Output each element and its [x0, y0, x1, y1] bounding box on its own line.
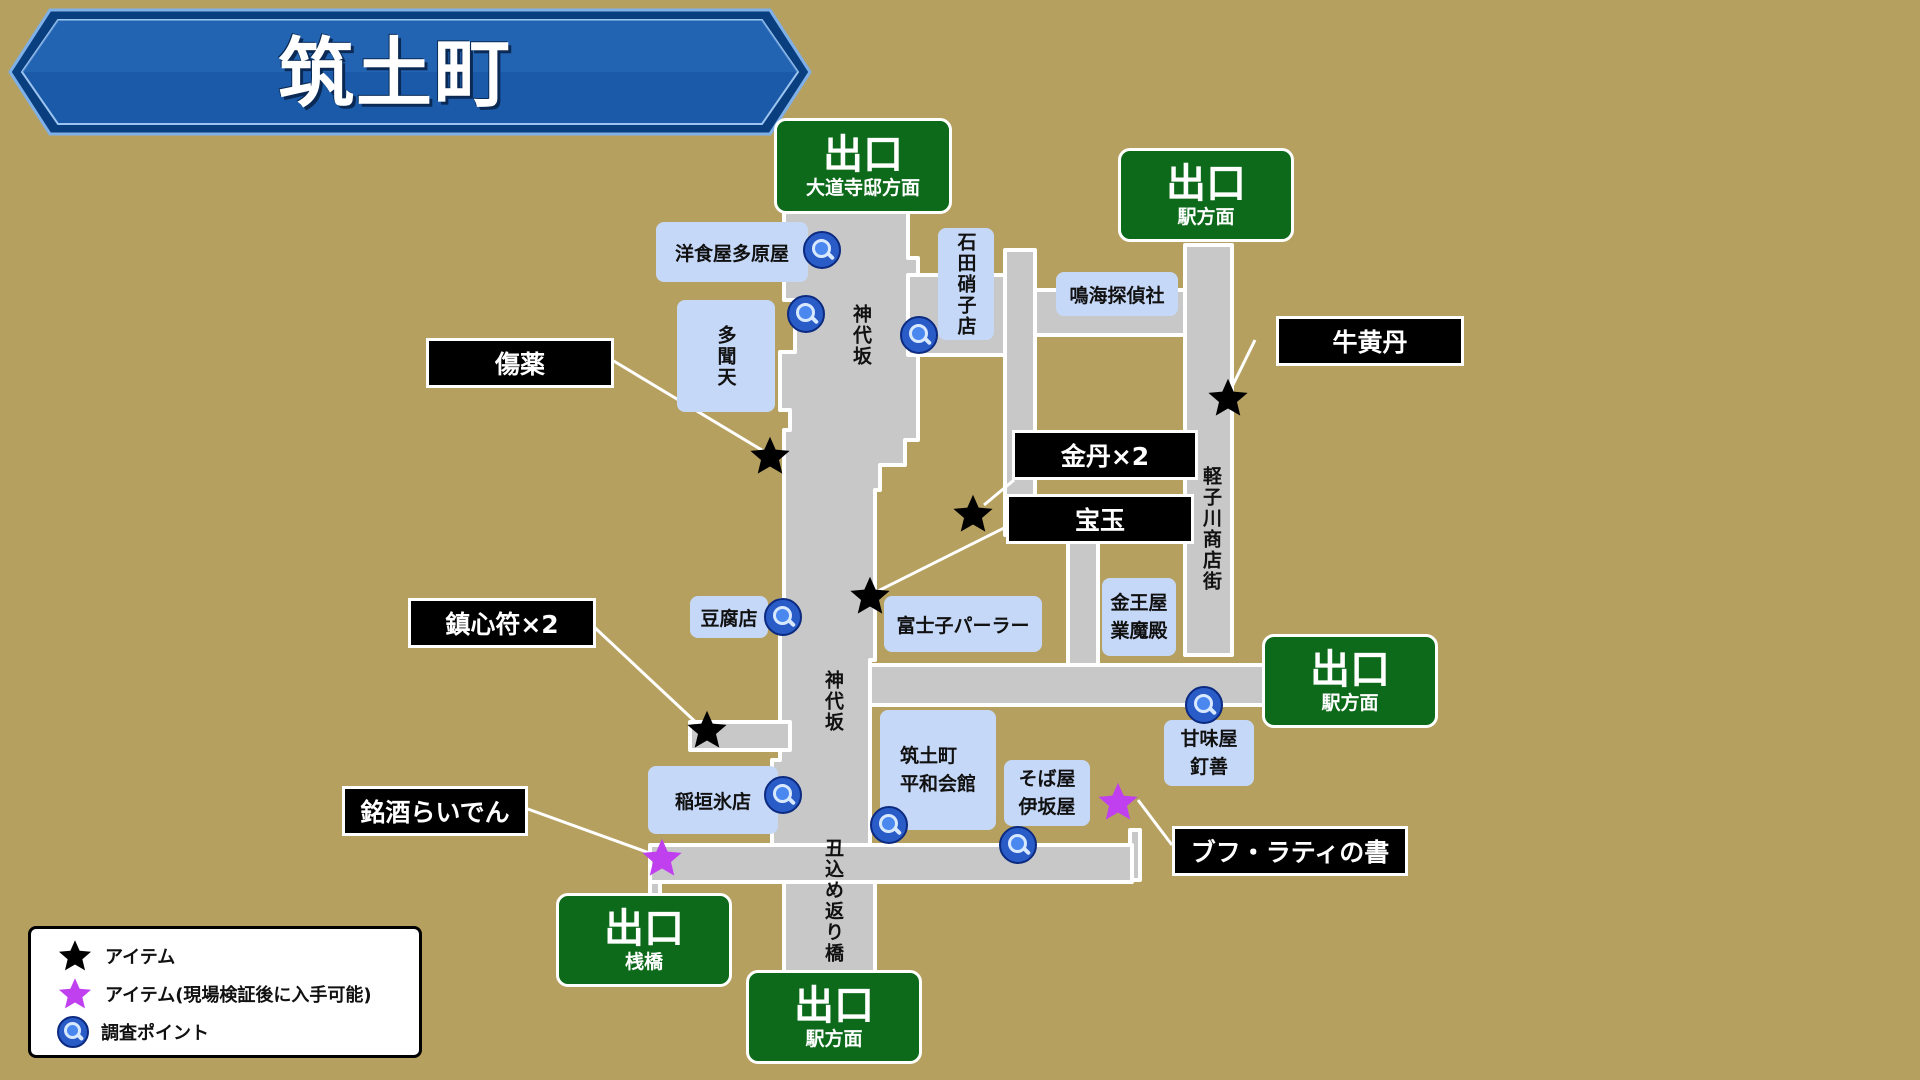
building-narumi: 鳴海探偵社: [1056, 272, 1178, 316]
legend-row-item: アイテム: [57, 939, 175, 973]
exit-label: 出口: [1310, 647, 1390, 693]
exit-station-east[interactable]: 出口 駅方面: [1262, 634, 1438, 728]
purple-star-icon[interactable]: [1096, 780, 1140, 824]
purple-star-icon[interactable]: [640, 836, 684, 880]
exit-destination: 駅方面: [1177, 206, 1235, 228]
building-tamonten: 多聞天: [677, 300, 775, 412]
item-label-kintan: 金丹×2: [1012, 430, 1198, 480]
legend-row-investigate: 調査ポイント: [57, 1015, 209, 1049]
magnifier-icon[interactable]: [787, 295, 825, 333]
exit-daidouji[interactable]: 出口 大道寺邸方面: [774, 118, 952, 214]
exit-station-south[interactable]: 出口 駅方面: [746, 970, 922, 1064]
exit-sanbashi[interactable]: 出口 桟橋: [556, 893, 732, 987]
magnifier-icon[interactable]: [870, 806, 908, 844]
magnifier-icon: [57, 1016, 89, 1048]
black-star-icon[interactable]: [951, 492, 995, 536]
exit-label: 出口: [1166, 161, 1246, 207]
magnifier-icon[interactable]: [764, 776, 802, 814]
exit-label: 出口: [604, 906, 684, 952]
exit-station-north[interactable]: 出口 駅方面: [1118, 148, 1294, 242]
street-label-kamishiro-north: 神代坂: [850, 304, 872, 367]
building-label: 多聞天: [714, 324, 737, 388]
street-label-ushigome: 丑込め返り橋: [822, 838, 844, 964]
black-star-icon: [58, 940, 92, 971]
exit-destination: 駅方面: [1321, 692, 1379, 714]
exit-destination: 駅方面: [805, 1028, 863, 1050]
legend-text: アイテム(現場検証後に入手可能): [105, 985, 372, 1006]
black-star-icon[interactable]: [748, 434, 792, 478]
road-south-main: [648, 843, 1134, 884]
street-label-karuko: 軽子川商店街: [1200, 466, 1222, 592]
road-inner-mid: [1066, 533, 1100, 672]
title-banner: [8, 8, 812, 136]
purple-star-icon: [58, 978, 92, 1009]
legend-row-item-special: アイテム(現場検証後に入手可能): [57, 977, 372, 1011]
building-toufuten: 豆腐店: [690, 596, 768, 638]
item-label-meishu: 銘酒らいでん: [342, 786, 528, 836]
exit-label: 出口: [823, 132, 903, 178]
exit-label: 出口: [794, 983, 874, 1029]
magnifier-icon[interactable]: [999, 826, 1037, 864]
exit-destination: 大道寺邸方面: [805, 177, 920, 199]
map-legend: アイテム アイテム(現場検証後に入手可能) 調査ポイント: [28, 926, 422, 1058]
exit-destination: 桟橋: [624, 951, 663, 973]
building-label: 石田硝子店: [954, 231, 977, 337]
building-sobaya: そば屋 伊坂屋: [1004, 760, 1090, 826]
black-star-icon[interactable]: [1206, 376, 1250, 420]
building-kinouya: 金王屋 業魔殿: [1102, 578, 1176, 656]
legend-text: アイテム: [105, 947, 176, 968]
magnifier-icon[interactable]: [900, 316, 938, 354]
building-ishida: 石田硝子店: [938, 228, 994, 340]
building-fujiko: 富士子パーラー: [884, 596, 1042, 652]
street-label-kamishiro-south: 神代坂: [822, 670, 844, 733]
item-label-hougyoku: 宝玉: [1006, 494, 1194, 544]
building-youshokuya: 洋食屋多原屋: [656, 222, 808, 282]
black-star-icon[interactable]: [848, 574, 892, 618]
item-label-goouen: 牛黄丹: [1276, 316, 1464, 366]
item-label-chinshinfu: 鎮心符×2: [408, 598, 596, 648]
building-amamiya: 甘味屋 釘善: [1164, 720, 1254, 786]
page-title: 筑土町: [278, 29, 512, 118]
magnifier-icon[interactable]: [764, 598, 802, 636]
legend-text: 調査ポイント: [101, 1023, 209, 1044]
magnifier-icon[interactable]: [803, 231, 841, 269]
item-label-kizugusuri: 傷薬: [426, 338, 614, 388]
magnifier-icon[interactable]: [1185, 686, 1223, 724]
black-star-icon[interactable]: [685, 708, 729, 752]
building-inagaki: 稲垣氷店: [648, 766, 778, 834]
item-label-bufu: ブフ・ラティの書: [1172, 826, 1408, 876]
